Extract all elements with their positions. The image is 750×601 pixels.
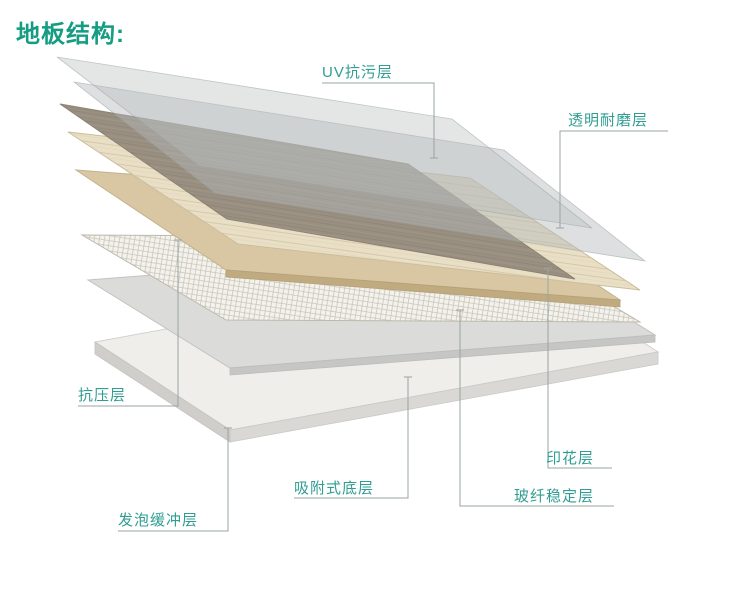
leader-lines [78,82,668,532]
leader-fiberglass [456,309,614,507]
transparent-wear-sheet [72,81,647,262]
label-compression-layer: 抗压层 [78,387,127,404]
decor-dark-wood-texture [60,104,575,279]
leader-uv [322,82,438,159]
foam-cushion-layer-front-edge [229,334,656,376]
leader-wear [556,130,668,229]
layer-stack [56,56,660,443]
label-uv-layer: UV抗污层 [322,64,393,81]
leader-foam [118,427,232,532]
label-foam-layer: 发泡缓冲层 [118,512,199,529]
uv-anti-stain-sheet [56,56,593,229]
page-title: 地板结构: [16,21,125,48]
label-print-layer: 印花层 [546,450,595,467]
compression-core-front-edge [225,269,621,308]
label-fiberglass-layer: 玻纤稳定层 [514,488,595,505]
leader-compression [78,239,182,407]
suction-bottom-layer-left-edge [94,341,231,443]
leader-suction [294,376,412,499]
label-wear-layer: 透明耐磨层 [568,112,649,129]
leader-print [544,267,612,469]
label-suction-layer: 吸附式底层 [294,480,375,497]
